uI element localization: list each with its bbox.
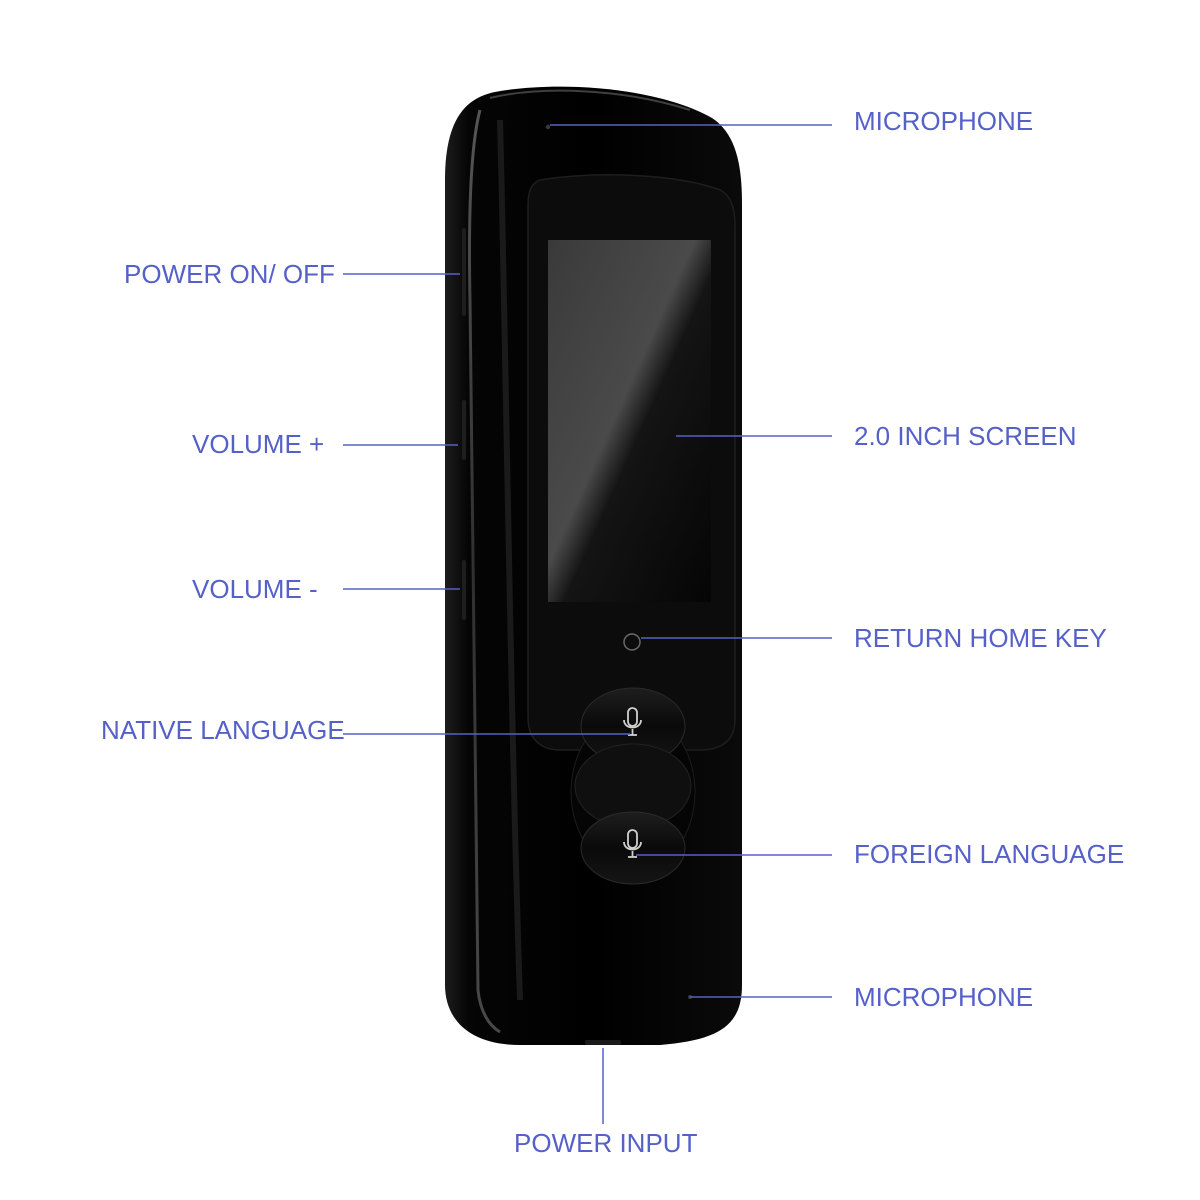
power-input-port [585,1040,621,1045]
bottom-microphone-hole [688,995,692,999]
label-microphone-bottom: MICROPHONE [854,982,1034,1012]
label-volume-up: VOLUME + [192,429,325,459]
foreign-microphone-icon [623,829,642,858]
label-native-language: NATIVE LANGUAGE [101,715,345,745]
label-volume-down: VOLUME - [192,574,318,604]
device-top-reflection [489,89,691,111]
label-microphone-top: MICROPHONE [854,106,1034,136]
device-side-reflection [497,119,523,1001]
device-side-highlight [468,109,501,1034]
power-side-button [462,228,466,316]
volume-up-side-button [462,400,466,460]
top-microphone-hole [545,124,551,130]
label-power-on-off: POWER ON/ OFF [124,259,335,289]
label-power-input: POWER INPUT [514,1128,698,1158]
label-return-home-key: RETURN HOME KEY [854,623,1107,653]
volume-down-side-button [462,560,466,620]
home-key [623,633,641,651]
screen-display [548,240,711,602]
label-foreign-language: FOREIGN LANGUAGE [854,839,1125,869]
label-screen: 2.0 INCH SCREEN [854,421,1077,451]
native-microphone-icon [623,707,642,736]
